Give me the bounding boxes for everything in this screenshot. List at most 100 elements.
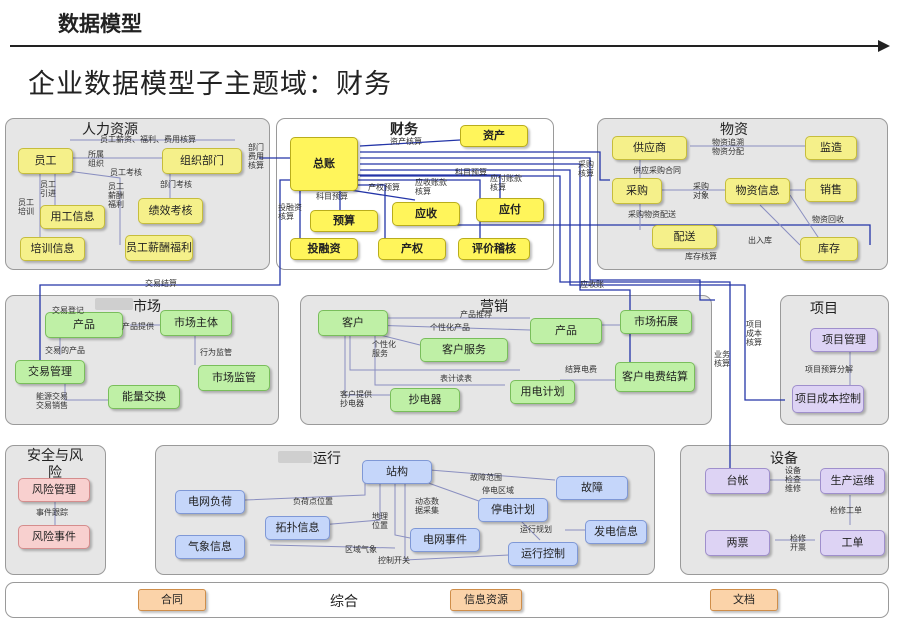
entity-trade-mgmt[interactable]: 交易管理 xyxy=(15,360,85,384)
label-prop-budget: 产权预算 xyxy=(368,183,400,192)
label-biz-acct: 业务 核算 xyxy=(714,350,730,369)
entity-property[interactable]: 产权 xyxy=(378,238,446,260)
entity-staff-info[interactable]: 用工信息 xyxy=(40,205,105,229)
entity-market-expand[interactable]: 市场拓展 xyxy=(620,310,692,334)
label-supplier-mgmt: 物资追溯 物资分配 xyxy=(712,138,744,157)
entity-sales[interactable]: 销售 xyxy=(805,178,857,202)
entity-asset[interactable]: 资产 xyxy=(460,125,528,147)
page-title: 企业数据模型子主题域：财务 xyxy=(28,69,392,100)
entity-employee[interactable]: 员工 xyxy=(18,148,73,174)
entity-investment[interactable]: 投融资 xyxy=(290,238,358,260)
label-inv-acct: 库存核算 xyxy=(685,252,717,261)
label-ap-acct: 应付账款 核算 xyxy=(490,174,522,193)
panel-title-general: 综合 xyxy=(330,594,358,610)
title-rule-arrow-icon xyxy=(878,40,890,52)
entity-customer[interactable]: 客户 xyxy=(318,310,388,336)
label-product-sup: 产品提供 xyxy=(122,322,154,331)
entity-distribution[interactable]: 配送 xyxy=(652,225,717,249)
entity-salary[interactable]: 员工薪酬福利 xyxy=(125,235,193,261)
label-settle-fee: 结算电费 xyxy=(565,365,597,374)
label-hr-salary: 员工 薪酬 福利 xyxy=(108,182,124,210)
label-inout: 出入库 xyxy=(748,236,772,245)
entity-grid-event[interactable]: 电网事件 xyxy=(410,528,480,552)
label-dept-fee: 部门 费用 核算 xyxy=(248,143,264,171)
label-control-sw: 控制开关 xyxy=(378,556,410,565)
entity-energy-trade[interactable]: 能量交换 xyxy=(108,385,180,409)
entity-org[interactable]: 组织部门 xyxy=(162,148,242,174)
label-purchase-cfg: 采购物资配送 xyxy=(628,210,676,219)
panel-title-finance: 财务 xyxy=(390,122,418,138)
entity-receivable[interactable]: 应收 xyxy=(392,202,460,226)
entity-topology[interactable]: 拓扑信息 xyxy=(265,516,330,540)
entity-payable[interactable]: 应付 xyxy=(476,198,544,222)
panel-title-project: 项目 xyxy=(810,301,838,317)
entity-inventory[interactable]: 库存 xyxy=(800,237,858,261)
entity-production[interactable]: 生产运维 xyxy=(820,468,885,494)
entity-inspection[interactable]: 监造 xyxy=(805,136,857,160)
entity-outage-plan[interactable]: 停电计划 xyxy=(478,498,548,522)
entity-market-entity[interactable]: 市场主体 xyxy=(160,310,232,336)
operation-title-blur xyxy=(278,451,312,463)
entity-material-info[interactable]: 物资信息 xyxy=(725,178,790,204)
entity-training[interactable]: 培训信息 xyxy=(20,237,85,261)
entity-customer-service[interactable]: 客户服务 xyxy=(420,338,508,362)
label-trade-reg: 交易登记 xyxy=(52,306,84,315)
entity-product-market[interactable]: 产品 xyxy=(45,312,123,338)
entity-project-mgmt[interactable]: 项目管理 xyxy=(810,328,878,352)
label-hr-top: 员工薪资、福利、费用核算 xyxy=(100,135,196,144)
panel-title-equipment: 设备 xyxy=(770,451,798,467)
label-load-pos: 负荷点位置 xyxy=(293,497,333,506)
label-eq-check: 设备 检查 维修 xyxy=(785,466,801,494)
entity-risk-event[interactable]: 风险事件 xyxy=(18,525,90,549)
entity-work-ticket[interactable]: 两票 xyxy=(705,530,770,556)
label-trade-settle: 交易结算 xyxy=(145,279,177,288)
label-event-link: 事件跟踪 xyxy=(36,508,68,517)
entity-market-monitor[interactable]: 市场监管 xyxy=(198,365,270,391)
label-invest-acct: 投融资 核算 xyxy=(278,203,302,222)
entity-performance[interactable]: 绩效考核 xyxy=(138,198,203,224)
entity-info-resource[interactable]: 信息资源 xyxy=(450,589,522,611)
label-supplier-buy: 供应采购合同 xyxy=(633,166,681,175)
entity-meter-reading[interactable]: 抄电器 xyxy=(390,388,460,412)
label-cust-supply: 客户提供 抄电器 xyxy=(340,390,372,409)
entity-project-cost[interactable]: 项目成本控制 xyxy=(792,385,864,413)
entity-weather[interactable]: 气象信息 xyxy=(175,535,245,559)
label-purchase-obj: 采购 对象 xyxy=(693,182,709,201)
entity-billing[interactable]: 客户电费结算 xyxy=(615,362,695,392)
entity-power-plan[interactable]: 用电计划 xyxy=(510,380,575,404)
entity-op-control[interactable]: 运行控制 xyxy=(508,542,578,566)
label-fault-range: 故障范围 xyxy=(470,473,502,482)
label-personal-svc: 个性化 服务 xyxy=(372,340,396,359)
entity-document[interactable]: 文档 xyxy=(710,589,778,611)
entity-grid-load[interactable]: 电网负荷 xyxy=(175,490,245,514)
entity-work-order[interactable]: 工单 xyxy=(820,530,885,556)
label-auto-collect: 动态数 据采集 xyxy=(415,497,439,516)
label-acct-settle: 科目预算 xyxy=(316,192,348,201)
label-sales-cfg: 物资回收 xyxy=(812,215,844,224)
entity-valuation[interactable]: 评价稽核 xyxy=(458,238,530,260)
entity-supplier[interactable]: 供应商 xyxy=(612,136,687,160)
label-rework: 检修 开票 xyxy=(790,534,806,553)
entity-fault[interactable]: 故障 xyxy=(556,476,628,500)
entity-risk-mgmt[interactable]: 风险管理 xyxy=(18,478,90,502)
label-op-plan: 运行规划 xyxy=(520,525,552,534)
entity-station[interactable]: 站构 xyxy=(362,460,432,484)
entity-ledger-eq[interactable]: 台帐 xyxy=(705,468,770,494)
entity-contract[interactable]: 合同 xyxy=(138,589,206,611)
entity-generation[interactable]: 发电信息 xyxy=(585,520,647,544)
label-meter-note: 表计读表 xyxy=(440,374,472,383)
entity-budget[interactable]: 预算 xyxy=(310,210,378,232)
label-region-weather: 区域气象 xyxy=(345,545,377,554)
label-trade-product: 交易的产品 xyxy=(45,346,85,355)
section-title: 数据模型 xyxy=(58,12,142,36)
label-hr-assess: 员工考核 xyxy=(110,168,142,177)
label-proj-decomp: 项目预算分解 xyxy=(805,365,853,374)
entity-ledger[interactable]: 总账 xyxy=(290,137,358,191)
entity-product[interactable]: 产品 xyxy=(530,318,602,344)
entity-purchase[interactable]: 采购 xyxy=(612,178,662,204)
label-subject-budget: 科目预算 xyxy=(455,168,487,177)
panel-title-security: 安全与风险 xyxy=(27,448,83,481)
label-ar-acct: 应收账款 核算 xyxy=(415,178,447,197)
label-asset-acct: 资产核算 xyxy=(390,137,422,146)
